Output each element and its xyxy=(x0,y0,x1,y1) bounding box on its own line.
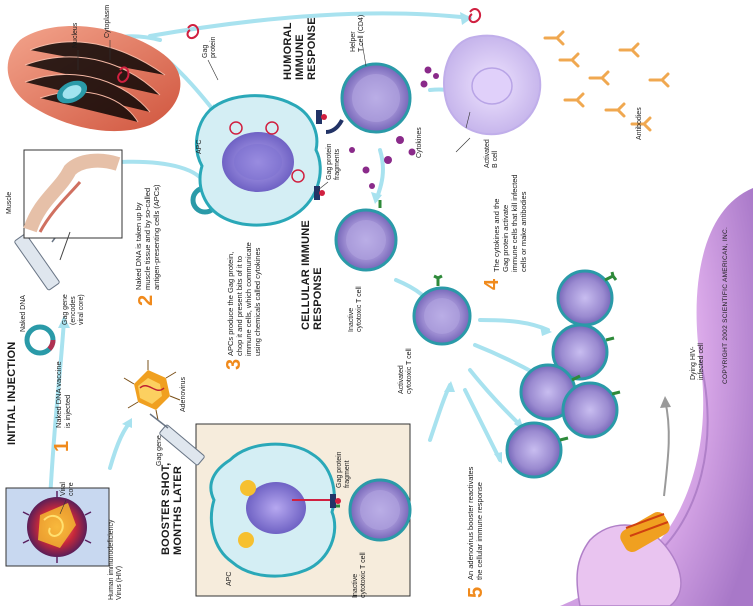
label-dying-cell: Dying HIV- infected cell xyxy=(690,343,705,380)
label-cytoplasm: Cytoplasm xyxy=(104,4,111,38)
adenovirus xyxy=(123,360,181,421)
inactive-t-bottom xyxy=(348,478,412,542)
label-muscle: Muscle xyxy=(6,191,13,214)
label-nucleus: Nucleus xyxy=(72,22,79,48)
activated-t-cell xyxy=(412,286,472,346)
label-gag-protein: Gag protein xyxy=(202,36,217,58)
step-1-text: Naked DNA vaccine is injected xyxy=(54,361,72,428)
step-3-text: APCs produce the Gag protein, chop it an… xyxy=(226,242,262,356)
copyright-text: COPYRIGHT 2002 SCIENTIFIC AMERICAN, INC. xyxy=(722,226,729,384)
apc-top xyxy=(195,94,322,227)
mhc-molecules xyxy=(314,110,336,508)
helper-t-cell xyxy=(325,62,412,134)
naked-dna-plasmid xyxy=(24,324,56,356)
label-naked-dna: Naked DNA xyxy=(20,295,27,332)
grey-arrow xyxy=(663,399,670,497)
step-4-number: 4 xyxy=(481,278,503,290)
label-inactive-t-bottom: Inactive cytotoxic T cell xyxy=(352,552,367,598)
label-apc-bottom: APC xyxy=(226,571,233,586)
label-antibodies: Antibodies xyxy=(636,107,643,140)
apc-bottom xyxy=(209,442,337,578)
label-gag-gene: Gag gene xyxy=(156,435,163,466)
label-activated-t: Activated cytotoxic T cell xyxy=(398,348,413,394)
label-gag-protein-fragments: Gag protein fragments xyxy=(326,143,341,180)
dying-cell xyxy=(560,188,753,606)
fragment-dots xyxy=(319,114,341,504)
label-inactive-t-top: Inactive cytotoxic T cell xyxy=(348,286,363,332)
step-5-number: 5 xyxy=(465,586,487,598)
heading-booster: BOOSTER SHOT, MONTHS LATER xyxy=(160,462,184,555)
hiv-inset xyxy=(5,487,110,567)
step-3-number: 3 xyxy=(223,358,245,370)
label-cytokines: Cytokines xyxy=(416,127,423,158)
killer-t-cells xyxy=(505,269,619,479)
step-2-number: 2 xyxy=(135,294,157,306)
label-gag-protein-fragment: Gag protein fragment xyxy=(336,451,351,488)
muscle-fiber xyxy=(7,26,181,132)
label-helper-t: Helper T cell (CD4) xyxy=(350,14,365,52)
label-viral-core: Viral core xyxy=(60,482,75,496)
label-hiv: Human immunodeficiency Virus (HIV) xyxy=(108,519,123,600)
label-gag-gene-encodes: Gag gene (encodes viral core) xyxy=(62,294,85,325)
step-1-number: 1 xyxy=(51,440,73,452)
label-apc-top: APC xyxy=(196,139,203,154)
step-2-text: Naked DNA is taken up by muscle tissue a… xyxy=(134,184,161,290)
label-activated-b: Activated B cell xyxy=(484,139,499,168)
cytokine-dots xyxy=(349,66,439,189)
label-adenovirus: Adenovirus xyxy=(180,376,187,412)
syringe-adenovirus xyxy=(149,413,205,466)
receptors xyxy=(334,200,621,508)
step-5-text: An adenovirus booster reactivates the ce… xyxy=(466,466,484,580)
antibodies-shapes xyxy=(543,30,670,132)
heading-initial-injection: INITIAL INJECTION xyxy=(6,341,18,445)
heading-humoral: HUMORAL IMMUNE RESPONSE xyxy=(282,17,318,80)
gag-protein-squiggles xyxy=(186,8,482,40)
muscle-inset xyxy=(23,149,123,261)
inactive-t-top xyxy=(334,208,398,272)
activated-b-cell xyxy=(443,34,542,136)
leader-lines xyxy=(59,40,471,515)
step-4-text: The cytokines and the Gag protein activa… xyxy=(492,174,528,272)
heading-cellular: CELLULAR IMMUNE RESPONSE xyxy=(300,220,324,330)
